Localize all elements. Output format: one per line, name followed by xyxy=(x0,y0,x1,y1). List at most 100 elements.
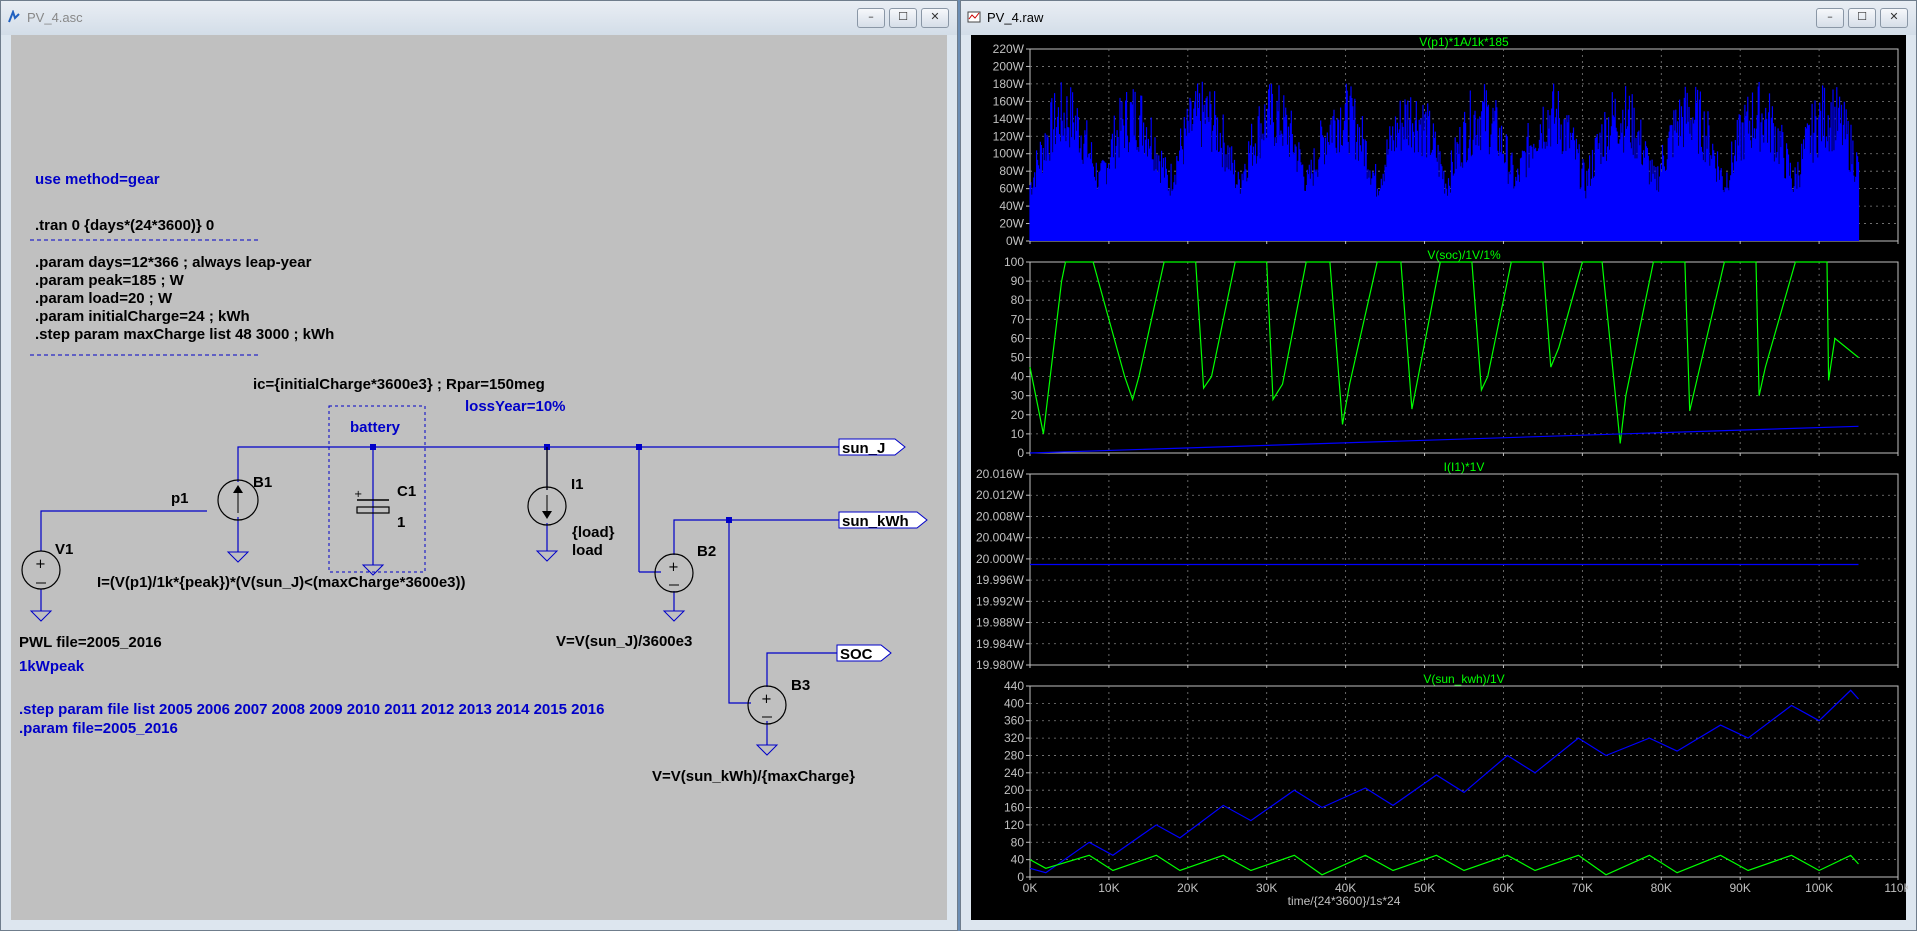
y-tick-label: 20.008W xyxy=(976,509,1025,523)
y-tick-label: 90 xyxy=(1011,274,1025,288)
ground-icon xyxy=(361,564,385,576)
y-tick-label: 320 xyxy=(1004,731,1024,745)
b1-label[interactable]: B1 xyxy=(253,474,272,491)
y-tick-label: 19.988W xyxy=(976,616,1025,630)
maximize-button[interactable]: ☐ xyxy=(1848,8,1876,28)
close-button[interactable]: ✕ xyxy=(1880,8,1908,28)
b2-expression[interactable]: V=V(sun_J)/3600e3 xyxy=(556,633,692,650)
waveform-icon xyxy=(967,11,981,23)
y-tick-label: 19.984W xyxy=(976,637,1025,651)
directive-param-days[interactable]: .param days=12*366 ; always leap-year xyxy=(35,254,312,271)
minimize-button[interactable]: – xyxy=(857,8,885,28)
y-tick-label: 0 xyxy=(1017,446,1024,460)
y-tick-label: 120 xyxy=(1004,818,1024,832)
y-tick-label: 70 xyxy=(1011,312,1025,326)
y-tick-label: 20W xyxy=(999,217,1024,231)
schematic-canvas[interactable]: use method=gear .tran 0 {days*(24*3600)}… xyxy=(11,35,947,920)
pane-frame xyxy=(1029,685,1899,878)
svg-text:+: + xyxy=(35,557,46,572)
svg-text:+: + xyxy=(761,692,772,707)
x-tick-label: 20K xyxy=(1177,881,1198,895)
net-label-sun-kwh[interactable]: sun_kWh xyxy=(838,511,928,530)
v1-label[interactable]: V1 xyxy=(55,541,73,558)
y-tick-label: 19.992W xyxy=(976,594,1025,608)
b1-current-source[interactable] xyxy=(217,479,259,521)
v1-note[interactable]: 1kWpeak xyxy=(19,658,85,675)
minimize-button[interactable]: – xyxy=(1816,8,1844,28)
y-tick-label: 10 xyxy=(1011,427,1025,441)
x-tick-label: 80K xyxy=(1651,881,1672,895)
y-tick-label: 160 xyxy=(1004,801,1024,815)
v1-value[interactable]: PWL file=2005_2016 xyxy=(19,634,162,651)
directive-step-file[interactable]: .step param file list 2005 2006 2007 200… xyxy=(19,701,605,718)
schematic-drawing[interactable]: use method=gear .tran 0 {days*(24*3600)}… xyxy=(11,35,949,922)
i1-note[interactable]: load xyxy=(572,542,603,559)
directive-method[interactable]: use method=gear xyxy=(35,171,160,188)
x-tick-label: 30K xyxy=(1256,881,1277,895)
y-tick-label: 20.016W xyxy=(976,467,1025,481)
close-button[interactable]: ✕ xyxy=(921,8,949,28)
directive-step-maxcharge[interactable]: .step param maxCharge list 48 3000 ; kWh xyxy=(35,326,334,343)
b2-voltage-source[interactable]: + xyxy=(654,553,694,593)
x-axis-label: time/{24*3600}/1s*24 xyxy=(1288,894,1401,908)
net-label-soc[interactable]: SOC xyxy=(836,644,892,663)
svg-text:SOC: SOC xyxy=(840,646,873,663)
y-tick-label: 20.004W xyxy=(976,531,1025,545)
b3-expression[interactable]: V=V(sun_kWh)/{maxCharge} xyxy=(652,768,855,785)
waveform-titlebar[interactable]: PV_4.raw – ☐ ✕ xyxy=(961,1,1916,35)
y-tick-label: 160W xyxy=(993,94,1025,108)
i1-value[interactable]: {load} xyxy=(572,524,615,541)
x-tick-label: 0K xyxy=(1023,881,1038,895)
x-tick-label: 40K xyxy=(1335,881,1356,895)
net-p1[interactable]: p1 xyxy=(171,490,189,507)
label-lossyear[interactable]: lossYear=10% xyxy=(465,398,566,415)
series-p1-power xyxy=(1029,81,1860,241)
i1-label[interactable]: I1 xyxy=(571,476,584,493)
y-tick-label: 80W xyxy=(999,164,1024,178)
directive-param-file[interactable]: .param file=2005_2016 xyxy=(19,720,178,737)
x-tick-label: 60K xyxy=(1493,881,1514,895)
waveform-plot[interactable]: V(p1)*1A/1k*185220W200W180W160W140W120W1… xyxy=(971,35,1912,922)
y-tick-label: 100 xyxy=(1004,255,1024,269)
directive-param-peak[interactable]: .param peak=185 ; W xyxy=(35,272,185,289)
schematic-titlebar[interactable]: PV_4.asc – ☐ ✕ xyxy=(1,1,957,35)
directive-tran[interactable]: .tran 0 {days*(24*3600)} 0 xyxy=(35,217,214,234)
b1-expression[interactable]: I=(V(p1)/1k*{peak})*(V(sun_J)<(maxCharge… xyxy=(97,574,466,591)
y-tick-label: 100W xyxy=(993,147,1025,161)
y-tick-label: 200W xyxy=(993,59,1025,73)
b3-voltage-source[interactable]: + xyxy=(747,685,787,725)
x-tick-label: 50K xyxy=(1414,881,1435,895)
y-tick-label: 0W xyxy=(1006,234,1025,248)
waveform-title: PV_4.raw xyxy=(987,10,1044,25)
directive-param-initial[interactable]: .param initialCharge=24 ; kWh xyxy=(35,308,250,325)
pane-title: V(p1)*1A/1k*185 xyxy=(1419,35,1509,49)
schematic-title: PV_4.asc xyxy=(27,10,83,25)
c1-label[interactable]: C1 xyxy=(397,483,416,500)
series-line xyxy=(1029,425,1859,454)
maximize-button[interactable]: ☐ xyxy=(889,8,917,28)
label-ic[interactable]: ic={initialCharge*3600e3} ; Rpar=150meg xyxy=(253,376,545,393)
y-tick-label: 19.980W xyxy=(976,658,1025,672)
battery-label[interactable]: battery xyxy=(350,419,401,436)
b3-label[interactable]: B3 xyxy=(791,677,810,694)
y-tick-label: 50 xyxy=(1011,351,1025,365)
pane-frame xyxy=(1029,473,1899,666)
y-tick-label: 360 xyxy=(1004,714,1024,728)
schematic-window[interactable]: PV_4.asc – ☐ ✕ use method=gear .tran 0 {… xyxy=(0,0,958,931)
directive-param-load[interactable]: .param load=20 ; W xyxy=(35,290,173,307)
y-tick-label: 140W xyxy=(993,112,1025,126)
svg-text:+: + xyxy=(668,560,679,575)
c1-value[interactable]: 1 xyxy=(397,514,405,531)
b2-label[interactable]: B2 xyxy=(697,543,716,560)
series-line xyxy=(1029,854,1859,876)
battery-box[interactable] xyxy=(328,405,426,573)
ltspice-icon xyxy=(8,10,20,23)
i1-current-source[interactable] xyxy=(527,447,567,526)
c1-capacitor[interactable]: + xyxy=(354,489,390,514)
net-label-sun-j[interactable]: sun_J xyxy=(838,438,906,457)
y-tick-label: 180W xyxy=(993,77,1025,91)
svg-text:sun_J: sun_J xyxy=(842,440,885,457)
v1-voltage-source[interactable]: + xyxy=(21,550,61,590)
